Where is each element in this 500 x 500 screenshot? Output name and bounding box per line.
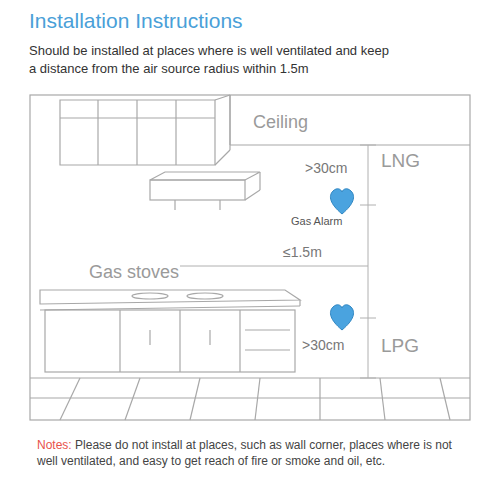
stove-label: Gas stoves [88, 262, 180, 284]
title: Installation Instructions [28, 8, 244, 33]
notes: Notes: Please do not install at places, … [36, 437, 474, 469]
subtitle: Should be installed at places where is w… [28, 42, 390, 78]
ceiling-label: Ceiling [252, 112, 309, 134]
gas-alarm-icon [330, 189, 353, 330]
dimension: ≤1.5m [282, 244, 323, 261]
dimension: >30cm [304, 160, 348, 177]
gas-type: LNG [380, 150, 421, 173]
alarm-label: Gas Alarm [290, 215, 343, 228]
notes-heading: Notes: [37, 438, 72, 452]
notes-body: Please do not install at places, such as… [37, 438, 452, 468]
gas-type: LPG [380, 335, 420, 358]
dimension: >30cm [301, 337, 345, 354]
